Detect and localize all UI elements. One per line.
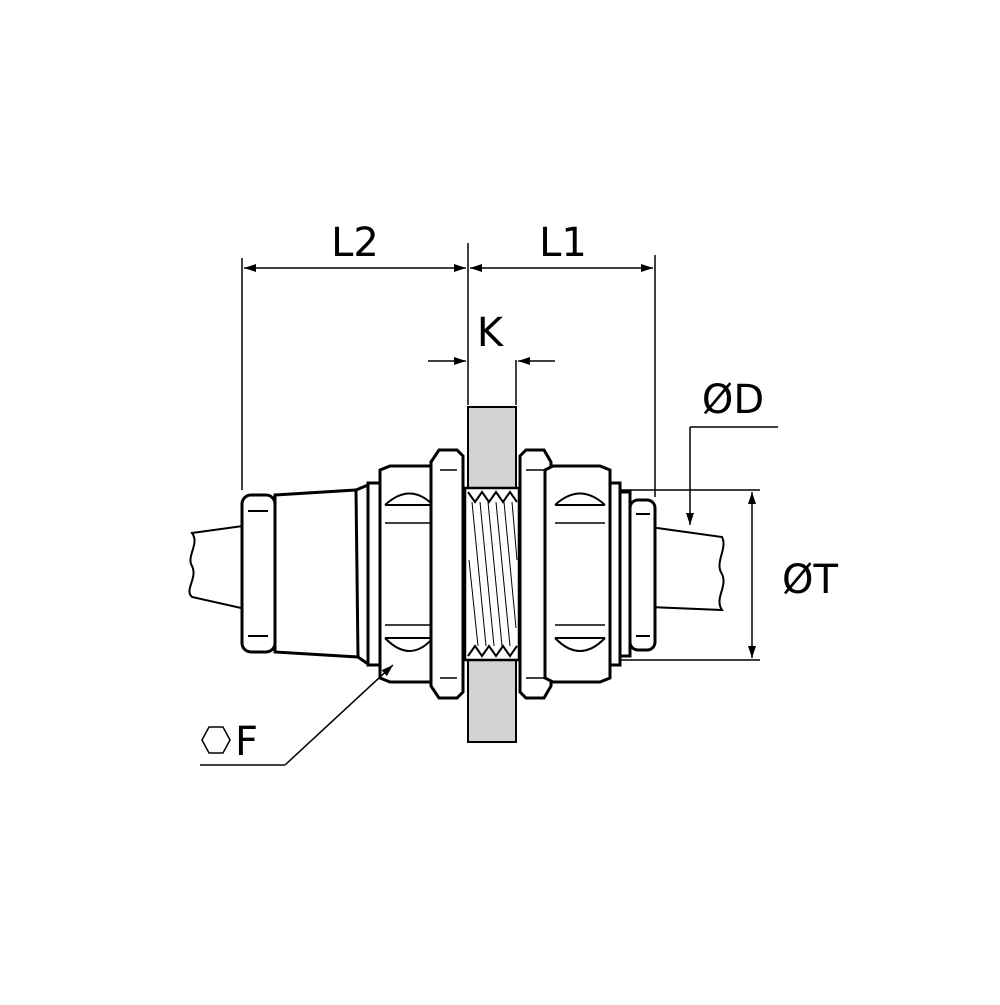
label-l2: L2 [331, 220, 379, 266]
right-collet-ring [618, 490, 657, 658]
hexagon-icon [201, 726, 231, 754]
left-collar [429, 448, 465, 700]
dimension-k [428, 357, 555, 405]
dimension-l1 [470, 255, 656, 497]
label-k: K [477, 310, 505, 356]
label-f: F [235, 719, 258, 765]
label-d: ØD [702, 377, 764, 423]
left-collet-ring [240, 493, 277, 654]
right-collar [518, 448, 553, 700]
right-hex-nut [543, 464, 622, 684]
left-hex-nut [366, 464, 440, 684]
left-sleeve [273, 483, 369, 666]
dimension-t [620, 489, 760, 661]
dimension-l2 [241, 243, 469, 490]
dimension-d [686, 426, 778, 525]
label-t: ØT [782, 557, 838, 603]
label-l1: L1 [539, 220, 587, 266]
threaded-section [463, 486, 521, 662]
right-tube [649, 525, 725, 612]
left-tube [188, 523, 251, 612]
leader-f [200, 664, 394, 766]
